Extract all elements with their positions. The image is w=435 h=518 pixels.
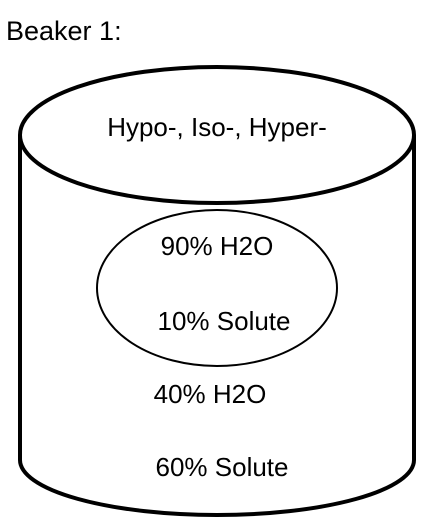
cell-oval: [96, 209, 338, 367]
beaker-top-label: Hypo-, Iso-, Hyper-: [107, 112, 327, 142]
outside-solute-label: 60% Solute: [156, 452, 289, 482]
beaker-body: [18, 135, 416, 517]
outside-water-label: 40% H2O: [154, 379, 267, 409]
diagram-title: Beaker 1:: [6, 16, 122, 46]
cell-solute-label: 10% Solute: [158, 306, 291, 336]
beaker-top: [18, 65, 416, 205]
cell-water-label: 90% H2O: [161, 231, 274, 261]
